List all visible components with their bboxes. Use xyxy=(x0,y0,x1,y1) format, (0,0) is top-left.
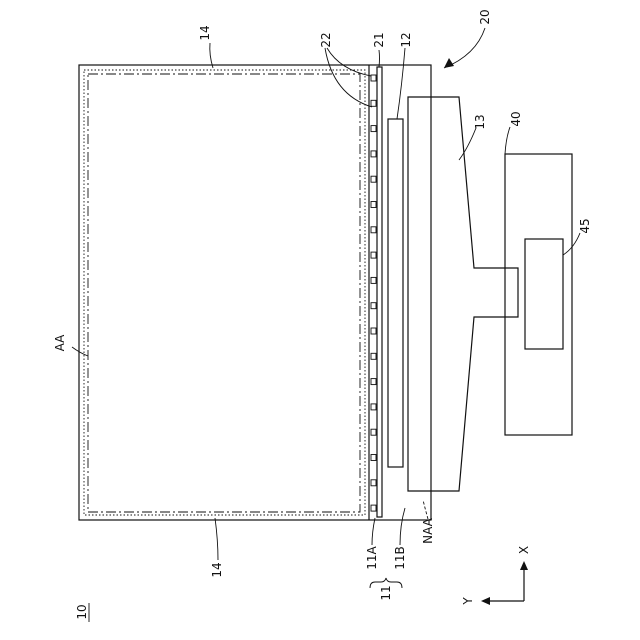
control-board xyxy=(505,154,572,435)
axis-y-label: Y xyxy=(461,597,475,606)
electrode-pad xyxy=(371,151,376,157)
leader-naa xyxy=(423,500,428,519)
electrode-pad xyxy=(371,404,376,410)
controller-chip xyxy=(525,239,563,349)
panel-outer-frame xyxy=(79,65,431,520)
leader-11b xyxy=(400,508,405,545)
electrode-pad xyxy=(371,455,376,461)
label-panel-edge-bottom: 14 xyxy=(210,562,224,577)
label-non-active-area: NAA xyxy=(421,517,435,544)
label-panel-edge-top: 14 xyxy=(198,25,212,40)
electrode-strip xyxy=(377,67,382,517)
label-controller-chip: 45 xyxy=(578,218,592,233)
electrode-pads xyxy=(371,75,376,511)
label-control-board: 40 xyxy=(509,111,523,126)
leader-12 xyxy=(397,48,405,119)
electrode-pad xyxy=(371,328,376,334)
label-driver-ic: 12 xyxy=(399,32,413,47)
axis-x-arrowhead xyxy=(520,561,528,570)
electrode-pad xyxy=(371,353,376,359)
label-substrate: 11 xyxy=(379,585,393,600)
electrode-pad xyxy=(371,379,376,385)
driver-ic xyxy=(388,119,403,467)
electrode-pad xyxy=(371,429,376,435)
leader-40 xyxy=(505,127,510,154)
axis-x-label: X xyxy=(517,546,531,554)
flexible-board xyxy=(408,97,518,491)
label-figure-ref: 10 xyxy=(75,604,89,619)
electrode-pad xyxy=(371,505,376,511)
electrode-pad xyxy=(371,303,376,309)
leader-11a xyxy=(372,518,375,545)
electrode-pad xyxy=(371,202,376,208)
electrode-pad xyxy=(371,75,376,81)
label-substrate-a: 11A xyxy=(365,545,379,569)
electrode-pad xyxy=(371,126,376,132)
label-active-area: AA xyxy=(53,334,67,352)
electrode-pad xyxy=(371,252,376,258)
electrode-pad xyxy=(371,277,376,283)
label-electrodes: 22 xyxy=(319,32,333,47)
leader-21 xyxy=(379,50,380,67)
label-flexible-board: 13 xyxy=(473,114,487,129)
assembly-arrow-head xyxy=(444,58,454,68)
label-assembly: 20 xyxy=(478,9,492,24)
active-area-boundary xyxy=(88,74,360,512)
leader-14-bottom xyxy=(215,518,218,560)
leader-aa xyxy=(72,347,88,356)
label-substrate-b: 11B xyxy=(393,546,407,570)
electrode-pad xyxy=(371,176,376,182)
leader-22a xyxy=(327,48,371,76)
electrode-pad xyxy=(371,480,376,486)
dotted-edge-border xyxy=(84,70,365,515)
label-electrode-line: 21 xyxy=(372,32,386,47)
leader-14-top xyxy=(210,43,213,68)
electrode-pad xyxy=(371,100,376,106)
electrode-pad xyxy=(371,227,376,233)
axis-y-arrowhead xyxy=(481,597,490,605)
